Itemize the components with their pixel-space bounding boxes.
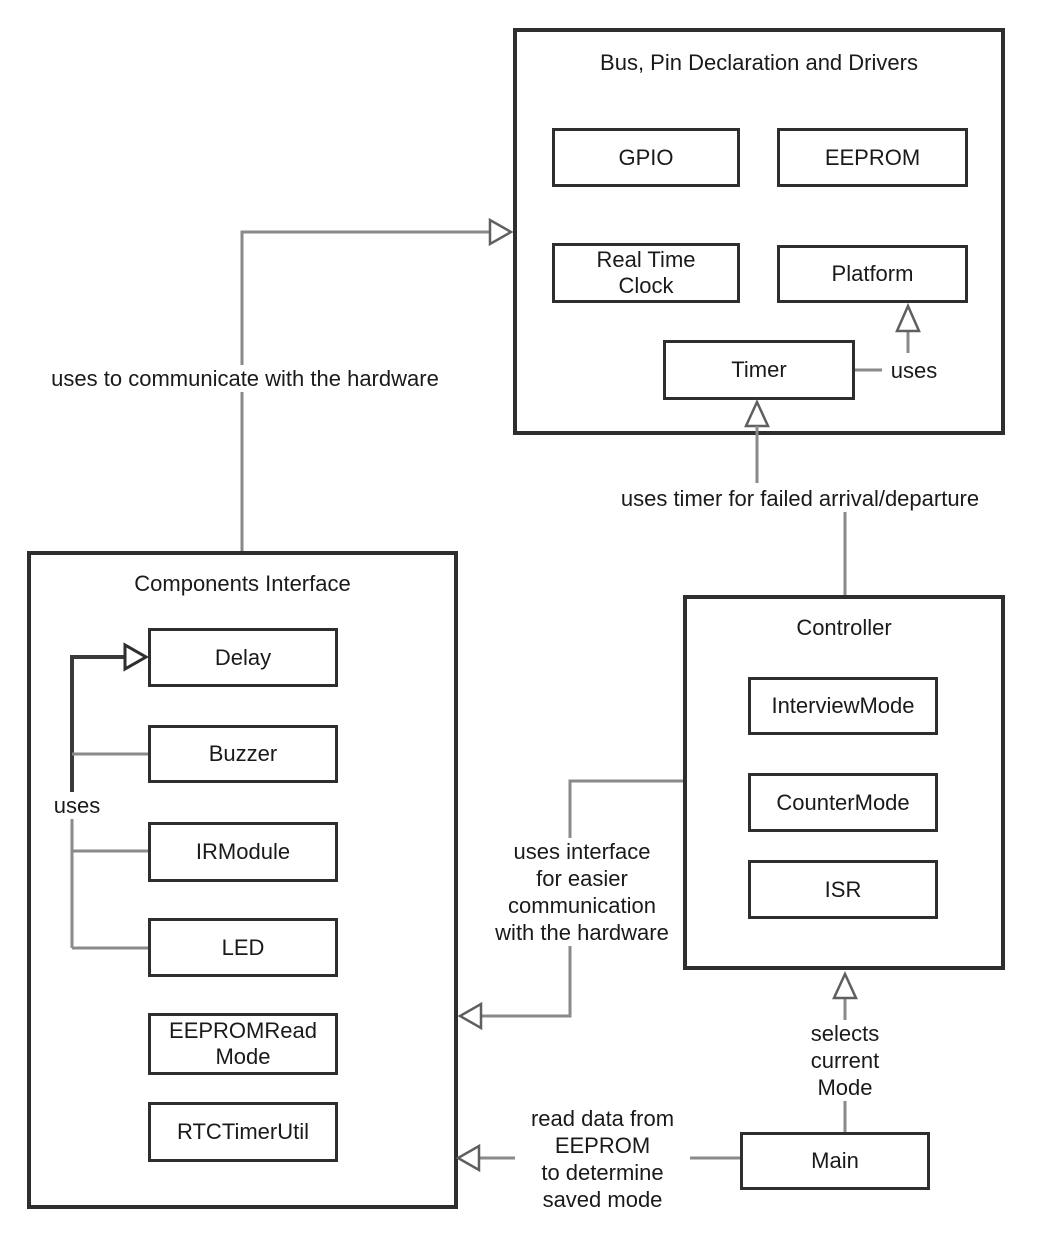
node-eepromread-mode: EEPROMRead Mode: [148, 1013, 338, 1075]
edge-label-components-uses: uses: [48, 792, 106, 819]
node-led: LED: [148, 918, 338, 977]
arrowhead-into-components-bottom-icon: [455, 1143, 481, 1173]
node-isr: ISR: [748, 860, 938, 919]
edge-label-main-to-controller: selects current Mode: [795, 1020, 895, 1101]
node-gpio: GPIO: [552, 128, 740, 187]
node-timer: Timer: [663, 340, 855, 400]
node-platform: Platform: [777, 245, 968, 303]
node-eeprom: EEPROM: [777, 128, 968, 187]
group-title-bus: Bus, Pin Declaration and Drivers: [600, 50, 918, 75]
node-buzzer: Buzzer: [148, 725, 338, 783]
node-countermode: CounterMode: [748, 773, 938, 832]
node-real-time-clock: Real Time Clock: [552, 243, 740, 303]
node-delay: Delay: [148, 628, 338, 687]
arrowhead-into-controller-icon: [832, 970, 858, 1000]
node-irmodule: IRModule: [148, 822, 338, 882]
edge-label-controller-to-components: uses interface for easier communication …: [492, 838, 672, 946]
node-rtctimerutil: RTCTimerUtil: [148, 1102, 338, 1162]
edge-label-components-to-bus: uses to communicate with the hardware: [40, 365, 450, 392]
group-title-components: Components Interface: [134, 571, 351, 596]
node-interviewmode: InterviewMode: [748, 677, 938, 735]
arrowhead-into-components-top-icon: [457, 1001, 483, 1031]
arrowhead-into-bus-icon: [488, 217, 514, 247]
edge-label-timer-uses: uses: [886, 357, 942, 384]
node-main: Main: [740, 1132, 930, 1190]
edge-label-main-to-components: read data from EEPROM to determine saved…: [515, 1105, 690, 1213]
edge-label-controller-to-timer: uses timer for failed arrival/departure: [608, 485, 992, 512]
group-title-controller: Controller: [796, 615, 892, 640]
